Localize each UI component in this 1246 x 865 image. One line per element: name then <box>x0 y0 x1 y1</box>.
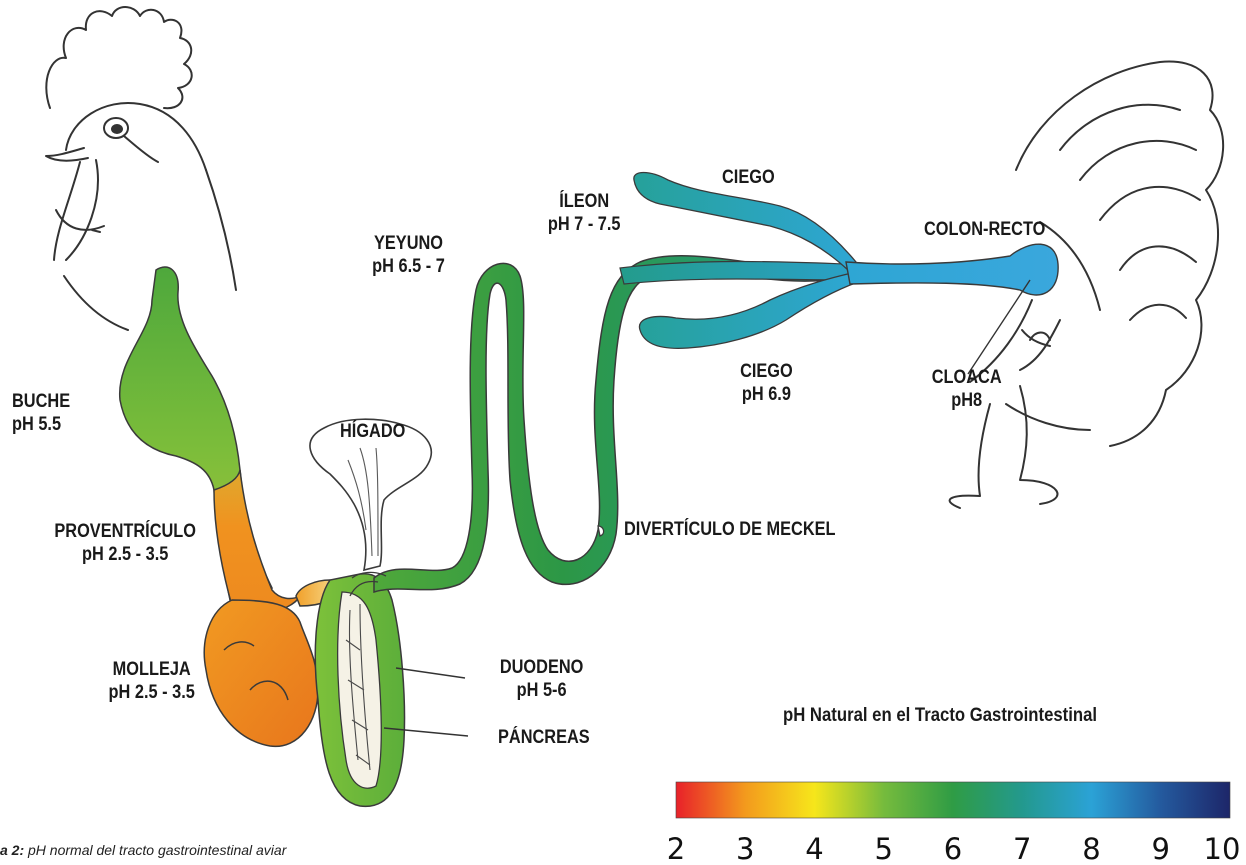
label-higado: HÍGADO <box>340 420 405 443</box>
legend-tick-5: 5 <box>864 833 904 865</box>
colon-cloaca-shape <box>846 244 1058 295</box>
rooster-head-outline <box>46 7 236 330</box>
legend-title: pH Natural en el Tracto Gastrointestinal <box>783 705 1097 727</box>
label-colon-recto: COLON-RECTO <box>924 218 1045 241</box>
caption-text: pH normal del tracto gastrointestinal av… <box>24 842 286 858</box>
legend-tick-4: 4 <box>795 833 835 865</box>
label-pancreas: PÁNCREAS <box>498 726 590 749</box>
rooster-eye-icon <box>111 124 123 134</box>
label-diverticulo: DIVERTÍCULO DE MECKEL <box>624 518 836 541</box>
legend-tick-7: 7 <box>1002 833 1042 865</box>
cecum-lower-shape <box>639 272 858 348</box>
legend-tick-6: 6 <box>933 833 973 865</box>
legend-tick-10: 10 <box>1202 833 1242 865</box>
legend-tick-8: 8 <box>1072 833 1112 865</box>
ph-legend-bar <box>676 782 1230 818</box>
figure-caption: a 2: pH normal del tracto gastrointestin… <box>0 842 286 858</box>
label-ciego-top: CIEGO <box>722 166 775 189</box>
legend-tick-9: 9 <box>1141 833 1181 865</box>
legend-tick-2: 2 <box>656 833 696 865</box>
legend-tick-3: 3 <box>725 833 765 865</box>
caption-prefix: a 2: <box>0 842 24 858</box>
